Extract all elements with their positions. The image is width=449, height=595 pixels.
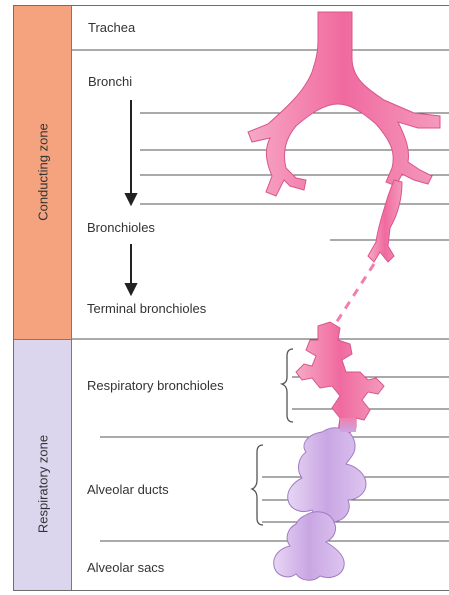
bronchioles-arrow-head bbox=[126, 284, 136, 294]
terminal-bronchioles-label: Terminal bronchioles bbox=[87, 301, 206, 316]
bronchioles-label: Bronchioles bbox=[87, 220, 155, 235]
alveolar-ducts-shape bbox=[288, 428, 366, 523]
bronchioles-shape bbox=[368, 180, 402, 262]
bronchi-arrow-head bbox=[126, 194, 136, 204]
terminal-bronchiole-dashed bbox=[334, 264, 374, 326]
transition-segment bbox=[340, 418, 356, 432]
trachea-label: Trachea bbox=[88, 20, 135, 35]
respiratory-bronchioles-bracket bbox=[282, 349, 293, 422]
bronchi-label: Bronchi bbox=[88, 74, 132, 89]
trachea-bronchi-shape bbox=[248, 12, 440, 196]
alveolar-ducts-label: Alveolar ducts bbox=[87, 482, 169, 497]
respiratory-bronchioles-label: Respiratory bronchioles bbox=[87, 378, 224, 393]
alveolar-ducts-bracket bbox=[252, 445, 263, 525]
alveolar-sacs-label: Alveolar sacs bbox=[87, 560, 164, 575]
